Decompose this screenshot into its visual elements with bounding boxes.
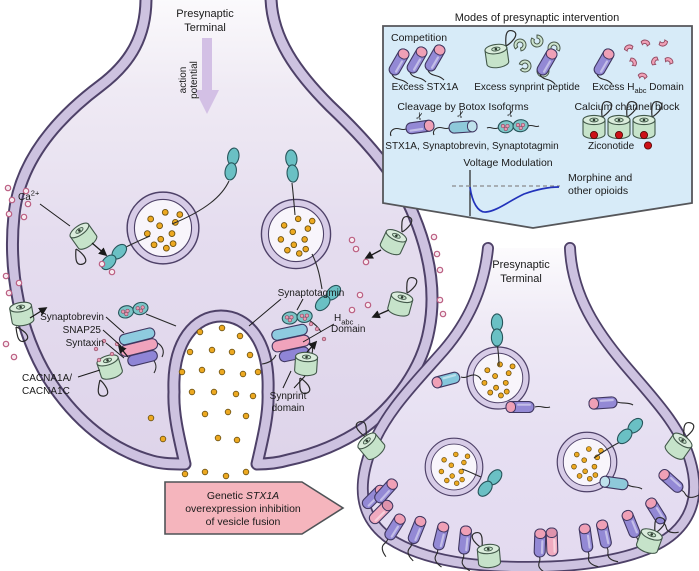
label-syntaxin: Syntaxin [66,338,104,349]
label-habc-line2: Domain [331,324,365,335]
excess-stx1a-label: Excess STX1A [392,82,459,93]
right-terminal-title-line1: Presynaptic [492,259,550,271]
label-cacna-line1: CACNA1A/ [22,373,72,384]
left-terminal-labels: Ca2+ Synaptobrevin SNAP25 Syntaxin CACNA… [18,189,365,415]
habc-fragment-icons [591,38,675,85]
label-habc: Habc [334,313,354,327]
scissors-icon: ✂ [455,109,468,120]
ziconotide-legend-dot [643,141,653,150]
calcium-channel-block-icons [582,100,663,140]
label-synprint-line2: domain [272,403,305,414]
synaptic-vesicle [424,437,484,497]
left-terminal-membrane-band [8,0,437,469]
label-cacna-line2: CACNA1C [22,386,70,397]
genetic-arrow-line2: overexpression inhibition [185,503,301,515]
genetic-arrow-shape [164,481,345,535]
intervention-box-title: Modes of presynaptic intervention [455,12,619,24]
stx1a-overexpression-cylinders [359,370,699,571]
label-synaptobrevin: Synaptobrevin [40,312,104,323]
voltage-curve [469,186,560,213]
cleavage-targets-label: STX1A, Synaptobrevin, Synaptotagmin [385,141,558,152]
botox-cleavage-icons: ✂ ✂ ✂ [389,108,540,137]
cleavage-heading: Cleavage by Botox Isoforms [397,101,528,113]
action-potential-arrow: action potential [178,38,219,114]
morphine-label-line2: other opioids [568,185,628,197]
synaptic-vesicle [126,191,200,265]
synaptic-vesicle [260,198,332,270]
voltage-heading: Voltage Modulation [463,157,552,169]
action-potential-label-line1: action [178,67,189,94]
genetic-arrow-line3: of vesicle fusion [206,516,281,528]
excess-habc-label: Excess Habc Domain [592,82,684,95]
scissors-icon: ✂ [414,111,427,122]
intervention-box: Modes of presynaptic intervention Compet… [382,12,693,229]
right-terminal-title-line2: Terminal [500,273,542,285]
voltage-modulation-graph [452,170,560,216]
label-synaptotagmin: Synaptotagmin [278,288,345,299]
synprint-peptide-icons [483,29,563,85]
action-potential-label-line2: potential [189,61,200,99]
genetic-arrow-line1: Genetic STX1A [207,490,279,502]
membrane-calcium-channels-left [8,215,418,343]
left-terminal-title-line1: Presynaptic [176,8,234,20]
excess-synprint-label: Excess synprint peptide [474,82,580,93]
calcium-channel [476,542,502,570]
synaptic-vesicle [466,346,530,410]
calcium-channel-synprint [293,351,319,377]
action-potential-arrow-shape [195,38,219,114]
synaptotagmin-proteins-left [98,146,344,333]
left-presynaptic-terminal [6,0,439,471]
ziconotide-label: Ziconotide [588,141,635,152]
synaptotagmin-proteins-right [461,313,646,500]
excess-stx1a-icons [386,42,448,85]
label-calcium: Ca2+ [18,189,40,204]
morphine-label-line1: Morphine and [568,172,632,184]
competition-heading: Competition [391,32,447,44]
snare-complex-left [93,326,164,398]
left-terminal-interior [12,0,432,464]
right-terminal-membrane-band [358,243,699,571]
left-terminal-title-line2: Terminal [184,22,226,34]
label-synprint-line1: Synprint [270,391,307,402]
ziconotide-dots [589,130,649,140]
scissors-icon: ✂ [505,108,518,119]
genetic-arrow-banner: Genetic STX1A overexpression inhibition … [164,481,345,535]
calcium-channel [8,300,36,328]
label-snap25: SNAP25 [63,325,102,336]
